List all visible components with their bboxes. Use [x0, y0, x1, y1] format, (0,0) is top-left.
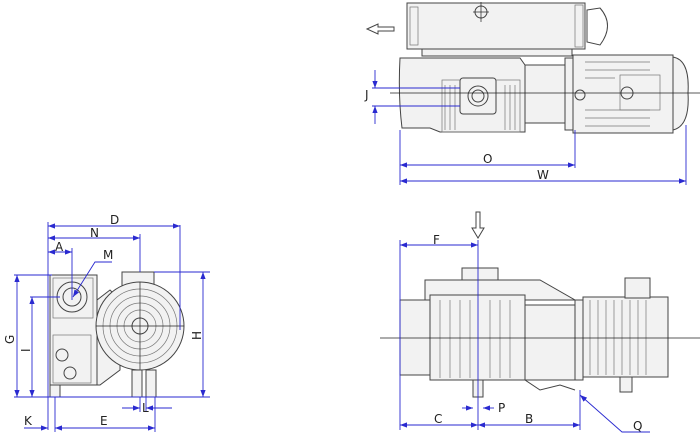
front-view: D N A M G I H L K E	[3, 213, 210, 432]
dim-label-g: G	[3, 335, 17, 344]
inlet-arrow-icon	[471, 211, 485, 239]
dim-label-p: P	[498, 401, 505, 415]
dim-label-w: W	[537, 168, 549, 182]
pump-housing	[429, 294, 526, 381]
dim-label-l: L	[142, 401, 149, 415]
dim-label-b: B	[525, 412, 533, 426]
dim-label-o: O	[483, 152, 492, 166]
dim-label-f: F	[433, 233, 440, 247]
dim-label-d: D	[110, 213, 119, 227]
dim-label-e: E	[100, 414, 108, 428]
dim-label-n: N	[90, 226, 99, 240]
exhaust-box	[406, 2, 586, 50]
dim-label-k: K	[24, 414, 33, 428]
dim-label-j: J	[364, 88, 369, 102]
dim-label-q: Q	[633, 419, 642, 433]
dim-label-m: M	[103, 248, 113, 262]
side-view: F C B P Q	[380, 211, 700, 433]
motor-side	[582, 296, 669, 378]
dim-label-i: I	[19, 348, 33, 352]
dim-label-h: H	[190, 331, 204, 340]
dim-label-a: A	[55, 240, 64, 254]
motor	[572, 54, 674, 134]
dim-label-c: C	[434, 412, 442, 426]
top-view: J O W	[364, 2, 700, 185]
flow-arrow-icon	[365, 23, 395, 35]
